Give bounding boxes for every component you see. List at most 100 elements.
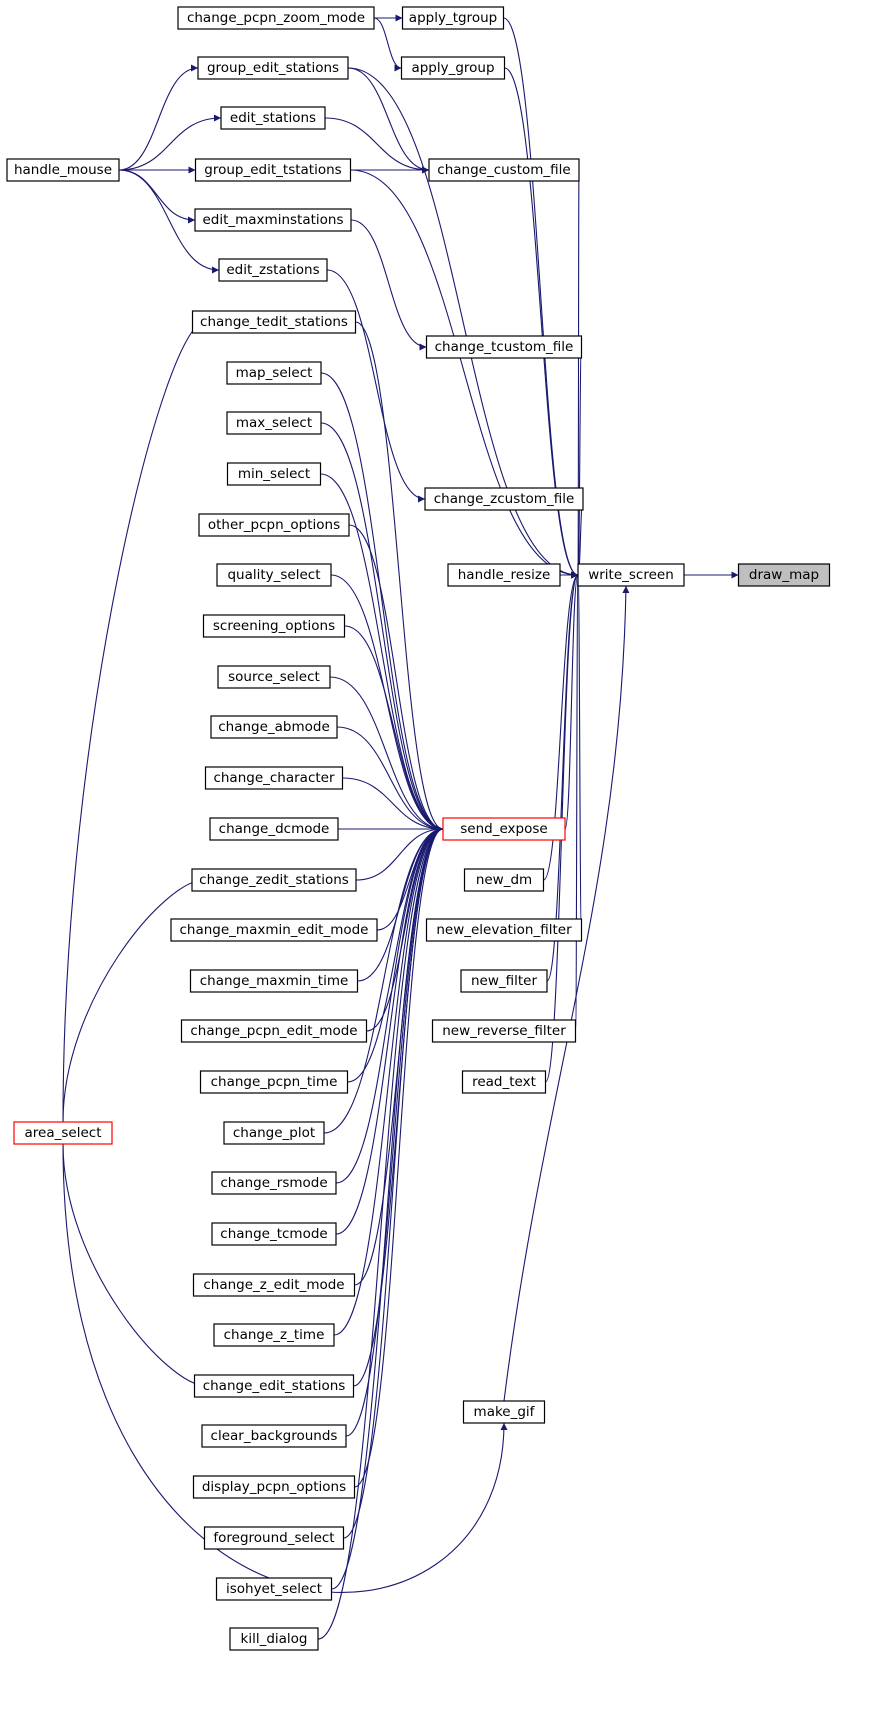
edge-line bbox=[324, 117, 430, 174]
node-label: max_select bbox=[236, 415, 312, 431]
node-edit-maxminstations[interactable]: edit_maxminstations bbox=[194, 208, 352, 232]
node-change-z-time[interactable]: change_z_time bbox=[213, 1323, 335, 1347]
node-box bbox=[198, 513, 350, 537]
node-label: change_edit_stations bbox=[203, 1378, 346, 1394]
node-quality-select[interactable]: quality_select bbox=[216, 563, 332, 587]
node-label: clear_backgrounds bbox=[211, 1428, 338, 1444]
node-new-reverse-filter[interactable]: new_reverse_filter bbox=[431, 1019, 577, 1043]
node-change-pcpn-edit-mode[interactable]: change_pcpn_edit_mode bbox=[180, 1019, 368, 1043]
node-change-maxmin-edit-mode[interactable]: change_maxmin_edit_mode bbox=[170, 918, 378, 942]
node-edit-zstations[interactable]: edit_zstations bbox=[218, 258, 328, 282]
node-kill-dialog[interactable]: kill_dialog bbox=[229, 1627, 319, 1651]
node-label: change_maxmin_edit_mode bbox=[179, 922, 368, 938]
node-max-select[interactable]: max_select bbox=[226, 411, 322, 435]
node-apply-group[interactable]: apply_group bbox=[400, 56, 506, 80]
node-box bbox=[401, 6, 505, 30]
node-send-expose[interactable]: send_expose bbox=[442, 817, 566, 841]
node-change-dcmode[interactable]: change_dcmode bbox=[209, 817, 339, 841]
node-label: change_tcmode bbox=[220, 1226, 327, 1242]
edge-isohyet_select-to-send_expose bbox=[331, 825, 444, 1590]
node-draw-map[interactable]: draw_map bbox=[737, 563, 831, 587]
node-change-z-edit-mode[interactable]: change_z_edit_mode bbox=[192, 1273, 356, 1297]
node-change-zedit-stations[interactable]: change_zedit_stations bbox=[191, 868, 357, 892]
edge-change_z_time-to-send_expose bbox=[333, 825, 444, 1336]
node-isohyet-select[interactable]: isohyet_select bbox=[215, 1577, 333, 1601]
node-box bbox=[211, 1222, 337, 1246]
node-apply-tgroup[interactable]: apply_tgroup bbox=[401, 6, 505, 30]
node-change-pcpn-time[interactable]: change_pcpn_time bbox=[199, 1070, 349, 1094]
node-box bbox=[425, 918, 583, 942]
node-screening-options[interactable]: screening_options bbox=[202, 614, 346, 638]
node-label: change_z_edit_mode bbox=[203, 1277, 344, 1293]
node-group-edit-tstations[interactable]: group_edit_tstations bbox=[194, 158, 352, 182]
node-change-tcustom-file[interactable]: change_tcustom_file bbox=[425, 335, 583, 359]
node-min-select[interactable]: min_select bbox=[226, 462, 322, 486]
node-source-select[interactable]: source_select bbox=[217, 665, 331, 689]
node-label: area_select bbox=[25, 1125, 102, 1141]
node-change-custom-file[interactable]: change_custom_file bbox=[428, 158, 580, 182]
node-change-edit-stations[interactable]: change_edit_stations bbox=[193, 1374, 355, 1398]
node-handle-resize[interactable]: handle_resize bbox=[447, 563, 561, 587]
node-label: change_zcustom_file bbox=[434, 491, 575, 507]
node-change-tedit-stations[interactable]: change_tedit_stations bbox=[191, 310, 357, 334]
node-box bbox=[199, 1070, 349, 1094]
node-new-filter[interactable]: new_filter bbox=[460, 969, 548, 993]
node-handle-mouse[interactable]: handle_mouse bbox=[6, 158, 120, 182]
edge-line bbox=[329, 676, 444, 833]
node-box bbox=[424, 487, 584, 511]
edge-line bbox=[320, 473, 444, 833]
node-foreground-select[interactable]: foreground_select bbox=[203, 1526, 345, 1550]
node-change-maxmin-time[interactable]: change_maxmin_time bbox=[189, 969, 359, 993]
edge-new_elevation_filter-to-write_screen bbox=[577, 572, 586, 931]
node-box bbox=[191, 868, 357, 892]
edge-line bbox=[373, 17, 402, 72]
node-box bbox=[217, 665, 331, 689]
node-new-dm[interactable]: new_dm bbox=[463, 868, 545, 892]
edge-area_select-to-make_gif bbox=[62, 1143, 508, 1593]
node-area-select[interactable]: area_select bbox=[13, 1121, 113, 1145]
node-label: read_text bbox=[472, 1074, 536, 1090]
node-box bbox=[400, 56, 506, 80]
node-change-character[interactable]: change_character bbox=[204, 766, 344, 790]
node-change-pcpn-zoom-mode[interactable]: change_pcpn_zoom_mode bbox=[177, 6, 375, 30]
edge-line bbox=[345, 825, 444, 1437]
edge-line bbox=[323, 825, 444, 1134]
node-clear-backgrounds[interactable]: clear_backgrounds bbox=[201, 1424, 347, 1448]
node-label: change_tcustom_file bbox=[435, 339, 574, 355]
node-box bbox=[213, 1323, 335, 1347]
edge-new_dm-to-write_screen bbox=[543, 571, 579, 881]
node-box bbox=[203, 1526, 345, 1550]
node-change-zcustom-file[interactable]: change_zcustom_file bbox=[424, 487, 584, 511]
node-box bbox=[192, 1273, 356, 1297]
node-change-tcmode[interactable]: change_tcmode bbox=[211, 1222, 337, 1246]
edge-line bbox=[326, 269, 426, 503]
node-display-pcpn-options[interactable]: display_pcpn_options bbox=[192, 1475, 356, 1499]
node-label: edit_stations bbox=[230, 110, 316, 126]
node-group-edit-stations[interactable]: group_edit_stations bbox=[197, 56, 349, 80]
edge-line bbox=[62, 876, 205, 1123]
edge-other_pcpn_options-to-send_expose bbox=[348, 524, 444, 833]
node-box bbox=[204, 766, 344, 790]
node-change-abmode[interactable]: change_abmode bbox=[210, 715, 338, 739]
edge-line bbox=[564, 571, 579, 830]
node-new-elevation-filter[interactable]: new_elevation_filter bbox=[425, 918, 583, 942]
edge-line bbox=[503, 585, 630, 1402]
node-label: change_custom_file bbox=[437, 162, 570, 178]
node-change-rsmode[interactable]: change_rsmode bbox=[211, 1171, 337, 1195]
edge-line bbox=[355, 825, 444, 881]
node-read-text[interactable]: read_text bbox=[461, 1070, 547, 1094]
node-map-select[interactable]: map_select bbox=[226, 361, 322, 385]
node-write-screen[interactable]: write_screen bbox=[577, 563, 685, 587]
node-box bbox=[177, 6, 375, 30]
node-box bbox=[226, 361, 322, 385]
node-make-gif[interactable]: make_gif bbox=[462, 1400, 546, 1424]
node-edit-stations[interactable]: edit_stations bbox=[220, 106, 326, 130]
node-change-plot[interactable]: change_plot bbox=[223, 1121, 325, 1145]
node-box bbox=[737, 563, 831, 587]
edge-handle_mouse-to-group_edit_stations bbox=[118, 64, 199, 171]
edge-source_select-to-send_expose bbox=[329, 676, 444, 833]
node-box bbox=[226, 411, 322, 435]
node-label: change_rsmode bbox=[220, 1175, 327, 1191]
node-box bbox=[191, 310, 357, 334]
node-other-pcpn-options[interactable]: other_pcpn_options bbox=[198, 513, 350, 537]
